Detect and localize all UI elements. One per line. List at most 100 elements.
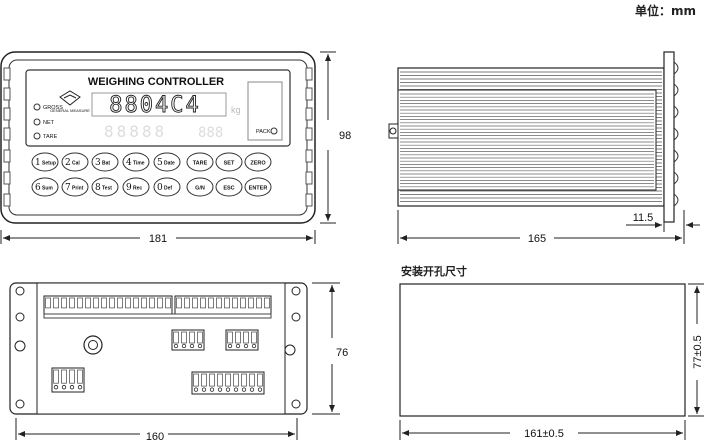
cutout-title: 安装开孔尺寸	[401, 265, 467, 278]
terminal-pin	[197, 331, 203, 344]
terminal-screw-icon	[251, 343, 257, 349]
terminal-screw-icon	[193, 387, 199, 392]
terminal-screw-icon	[233, 387, 239, 392]
key-number: 8	[95, 183, 101, 193]
terminal-screw-icon	[243, 343, 249, 349]
screw-icon	[15, 399, 25, 409]
dim-side-flange: 11.5	[633, 212, 654, 224]
terminal-screw-icon	[209, 387, 215, 392]
terminal-pin	[176, 297, 182, 309]
rear-mount-screws	[14, 286, 301, 409]
display-sub-panel	[247, 81, 283, 141]
terminal-pin	[208, 297, 214, 309]
terminal-pin	[257, 373, 263, 387]
key-set-button[interactable]: SET	[215, 152, 243, 172]
terminal-screw-icon	[61, 385, 67, 390]
terminal-pin	[249, 373, 255, 387]
key-zero-button[interactable]: ZERO	[244, 152, 272, 172]
key-number: 0	[157, 183, 163, 193]
terminal-pin	[251, 331, 257, 344]
terminal-screw-icon	[201, 387, 207, 392]
dim-cutout-height: 77±0.5	[692, 335, 704, 369]
key-number: 1	[35, 158, 41, 168]
key-label: Test	[102, 186, 112, 192]
key-label: Rec	[133, 186, 142, 192]
terminal-pin	[109, 297, 115, 309]
key-number: 9	[126, 183, 132, 193]
terminal-pin	[77, 369, 83, 384]
ghost-sub-digits: 888	[198, 125, 223, 141]
connector-screw-icon	[389, 127, 397, 135]
terminal-screw-icon	[227, 343, 233, 349]
key-gn-button[interactable]: G/N	[186, 177, 214, 197]
dim-cutout-width: 161±0.5	[524, 428, 564, 440]
terminal-pin	[227, 331, 233, 344]
terminal-pin	[77, 297, 83, 309]
key-esc-button[interactable]: ESC	[215, 177, 243, 197]
terminal-block	[171, 329, 205, 351]
rear-power-socket-inner	[88, 340, 98, 350]
key-tare-button[interactable]: TARE	[186, 152, 214, 172]
side-view	[388, 51, 679, 223]
terminal-screw-icon	[189, 343, 195, 349]
terminal-screw-icon	[225, 387, 231, 392]
dim-front-width: 181	[149, 233, 167, 245]
terminal-screw-icon	[241, 387, 247, 392]
terminal-pin	[192, 297, 198, 309]
main-display-value: 8804C4	[109, 93, 200, 118]
screw-icon	[291, 286, 301, 296]
terminal-screw-icon	[173, 343, 179, 349]
screw-icon	[15, 312, 25, 322]
key-label: ENTER	[249, 186, 268, 192]
terminal-pin	[256, 297, 262, 309]
side-flange	[663, 51, 675, 223]
screw-icon	[291, 312, 301, 322]
indicator-led	[33, 103, 41, 111]
key-label: Date	[164, 161, 175, 167]
terminal-screw-icon	[77, 385, 83, 390]
terminal-pin	[93, 297, 99, 309]
terminal-pin	[225, 373, 231, 387]
terminal-pin	[133, 297, 139, 309]
brand-logo-icon: GENERAL MEASURE	[50, 90, 90, 113]
terminal-pin	[69, 297, 75, 309]
terminal-pin	[201, 373, 207, 387]
terminal-pin	[243, 331, 249, 344]
rear-view	[9, 282, 308, 415]
terminal-screw-icon	[197, 343, 203, 349]
pack-label: PACK	[256, 129, 271, 135]
front-side-tabs	[3, 67, 313, 207]
terminal-pin	[235, 331, 241, 344]
terminal-pin	[232, 297, 238, 309]
key-number: 2	[65, 158, 71, 168]
pack-led	[270, 127, 278, 135]
key-label: Bat	[102, 161, 110, 167]
key-label: Setup	[42, 161, 56, 167]
key-label: SET	[224, 161, 235, 167]
brand-name: GENERAL MEASURE	[50, 108, 90, 113]
terminal-pin	[224, 297, 230, 309]
key-label: Print	[72, 186, 84, 192]
unit-label: 单位：mm	[634, 4, 696, 18]
key-number: 5	[157, 158, 163, 168]
terminal-pin	[85, 297, 91, 309]
terminal-pin	[165, 297, 171, 309]
key-number: 4	[126, 158, 132, 168]
key-number: 6	[35, 183, 41, 193]
dim-side-depth: 165	[528, 233, 546, 245]
terminal-pin	[248, 297, 254, 309]
key-enter-button[interactable]: ENTER	[244, 177, 272, 197]
ghost-digits: 88888	[104, 122, 167, 141]
indicator-led	[33, 118, 41, 126]
terminal-pin	[45, 297, 51, 309]
